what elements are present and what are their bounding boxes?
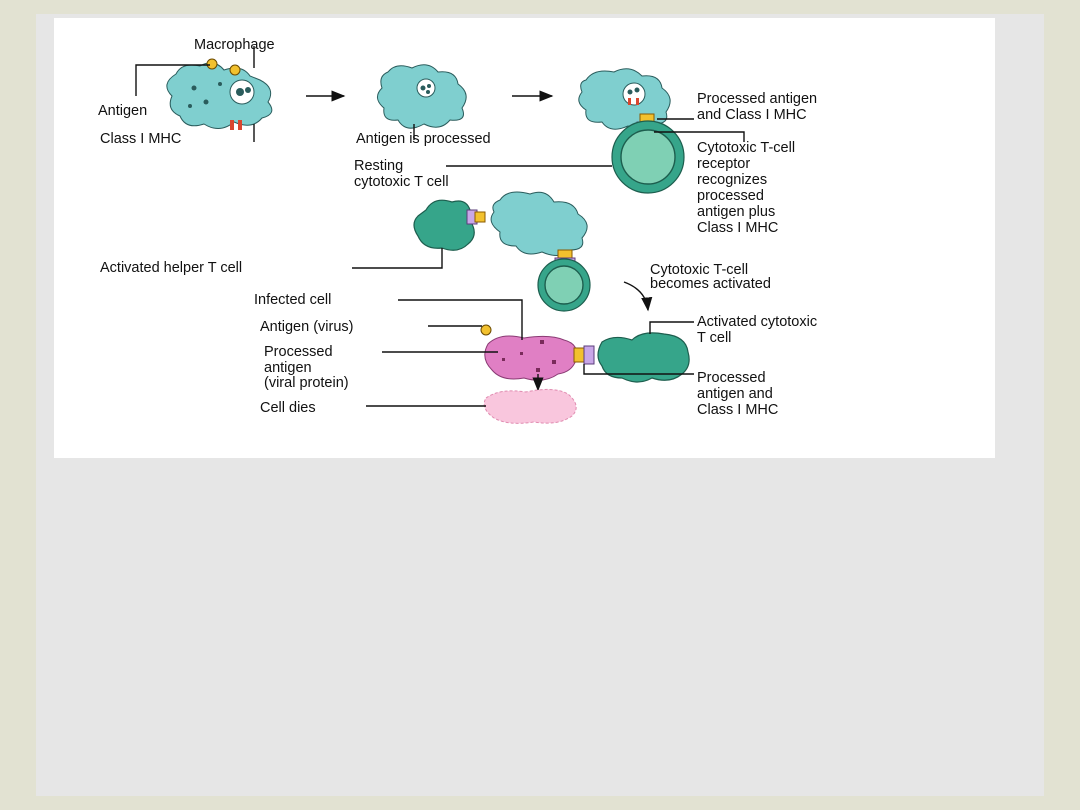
antigen-particles (206, 58, 241, 76)
label-receptor-6: Class I MHC (697, 220, 778, 236)
label-cell-dies: Cell dies (260, 400, 316, 416)
macrophage-cell-3 (578, 68, 671, 130)
label-infected-cell: Infected cell (254, 292, 331, 308)
label-receptor-5: antigen plus (697, 204, 775, 220)
label-receptor-1: Cytotoxic T-cell (697, 140, 795, 156)
label-processed-viral-1: Processed (264, 344, 333, 360)
diagram-figure: Macrophage Antigen Class I MHC Antigen i… (54, 18, 995, 458)
label-t-activated-2: becomes activated (650, 276, 771, 292)
label-receptor-2: receptor (697, 156, 750, 172)
activation-arrow (623, 281, 653, 312)
label-resting-1: Resting (354, 158, 403, 174)
infected-cell (484, 335, 578, 381)
label-processed-mhc-2-1: Processed (697, 370, 766, 386)
macrophage-cell-1 (166, 62, 273, 129)
resting-cytotoxic-t-cell (611, 120, 685, 194)
label-antigen-virus: Antigen (virus) (260, 319, 353, 335)
dead-cell (483, 388, 577, 424)
viral-mhc-receptor-complex (573, 345, 595, 365)
cytotoxic-t-cell-activation-diagram: Macrophage Antigen Class I MHC Antigen i… (98, 37, 817, 424)
label-antigen: Antigen (98, 103, 147, 119)
label-processed-antigen-mhc-2: and Class I MHC (697, 107, 807, 123)
helper-mhc-receptor-complex (466, 209, 486, 225)
label-activated-helper: Activated helper T cell (100, 260, 242, 276)
label-t-activated-1: Cytotoxic T-cell (650, 262, 748, 278)
processed-mhc-2-leader-line (583, 364, 694, 375)
cytotoxic-t-cell-activating (537, 258, 591, 312)
label-class-mhc: Class I MHC (100, 131, 181, 147)
macrophage-cell-2 (377, 64, 467, 129)
label-activated-cytotoxic-2: T cell (697, 330, 731, 346)
label-processed-antigen-mhc-1: Processed antigen (697, 91, 817, 107)
label-processed-viral-2: antigen (264, 360, 312, 376)
receptor-leader-line (654, 131, 745, 142)
label-macrophage: Macrophage (194, 37, 275, 53)
activated-helper-t-cell (413, 199, 475, 251)
helper-leader-line (352, 248, 443, 269)
label-antigen-processed: Antigen is processed (356, 131, 491, 147)
macrophage-cell-4 (490, 191, 588, 256)
activated-cytotoxic-leader-line (649, 321, 694, 334)
label-resting-2: cytotoxic T cell (354, 174, 449, 190)
label-receptor-4: processed (697, 188, 764, 204)
label-activated-cytotoxic-1: Activated cytotoxic (697, 314, 817, 330)
label-processed-mhc-2-2: antigen and (697, 386, 773, 402)
class-mhc-marker-1 (230, 120, 242, 130)
infected-leader-line (398, 299, 523, 340)
virus-antigen (480, 324, 492, 336)
label-processed-viral-3: (viral protein) (264, 375, 349, 391)
label-processed-mhc-2-3: Class I MHC (697, 402, 778, 418)
label-receptor-3: recognizes (697, 172, 767, 188)
antigen-leader-line (135, 64, 210, 96)
